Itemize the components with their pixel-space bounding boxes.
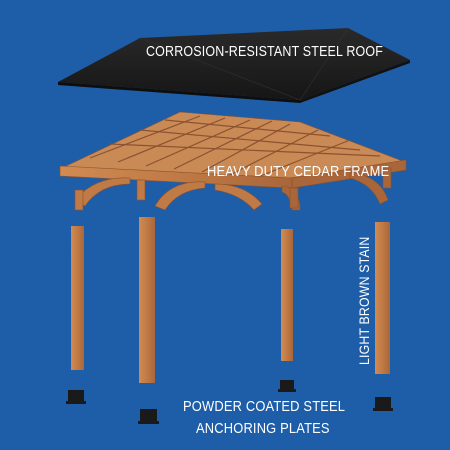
steel-roof bbox=[58, 27, 410, 103]
post-front-left bbox=[71, 226, 84, 370]
plates-label-line2: ANCHORING PLATES bbox=[196, 420, 330, 437]
anchoring-plates bbox=[66, 380, 393, 424]
post-front-center bbox=[139, 217, 155, 383]
plate-4 bbox=[373, 397, 393, 411]
cedar-frame-label: HEAVY DUTY CEDAR FRAME bbox=[207, 163, 390, 180]
cedar-posts bbox=[71, 217, 390, 383]
cedar-frame bbox=[59, 111, 407, 211]
plate-3 bbox=[278, 380, 296, 392]
post-back-center bbox=[281, 229, 293, 361]
stain-label: LIGHT BROWN STAIN bbox=[356, 236, 372, 365]
plates-label-line1: POWDER COATED STEEL bbox=[183, 398, 346, 415]
post-right bbox=[375, 222, 390, 374]
plate-2 bbox=[138, 409, 159, 424]
plate-1 bbox=[66, 390, 86, 404]
steel-roof-label: CORROSION-RESISTANT STEEL ROOF bbox=[146, 44, 384, 60]
